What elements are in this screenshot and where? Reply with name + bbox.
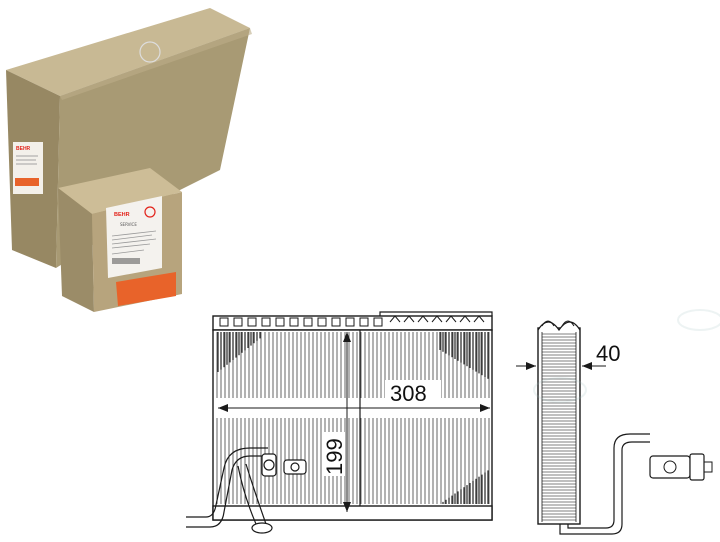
evaporator-side-view xyxy=(516,320,713,535)
small-box: BEHR SERVICE xyxy=(58,168,182,312)
evaporator-front-view xyxy=(186,311,493,534)
pipe-fitting xyxy=(186,447,307,534)
depth-label: 40 xyxy=(596,341,620,366)
small-box-sub: SERVICE xyxy=(120,222,137,227)
large-box-brand: BEHR xyxy=(16,146,31,152)
barcode xyxy=(112,258,140,264)
width-label: 308 xyxy=(390,381,427,406)
small-box-stripe xyxy=(116,272,176,306)
small-box-brand: BEHR xyxy=(114,212,130,218)
watermark-logo-icon xyxy=(139,41,161,63)
brand-logo-icon xyxy=(144,206,156,218)
watermark-icon xyxy=(533,309,720,403)
height-label: 199 xyxy=(322,438,347,475)
